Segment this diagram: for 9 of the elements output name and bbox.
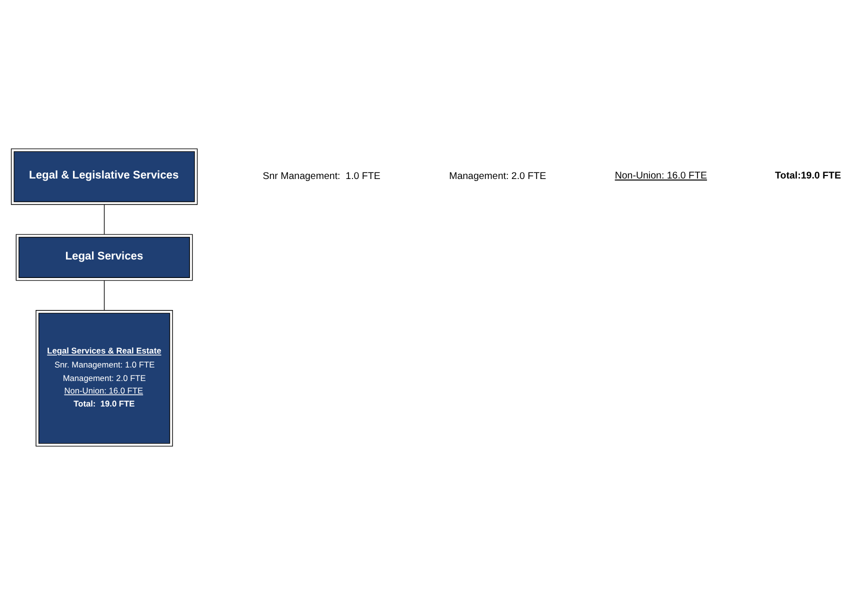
node-box: Legal Services: [16, 234, 193, 281]
label: Management: 2.0 FTE: [449, 171, 546, 182]
label: Total:19.0 FTE: [775, 170, 841, 182]
node-box: Legal & Legislative Services: [10, 148, 198, 205]
label: Snr Management: 1.0 FTE: [262, 171, 380, 182]
label: Non-Union: 16.0 FTE: [614, 170, 707, 182]
connector: [104, 204, 105, 235]
connector: [104, 280, 105, 311]
node-box: Legal Services & Real Estate Snr. Management: 1.0 FTE Management: 2.0 FTE Non-Union: 16.0 FTE Total: 19.0 FTE: [36, 310, 173, 447]
